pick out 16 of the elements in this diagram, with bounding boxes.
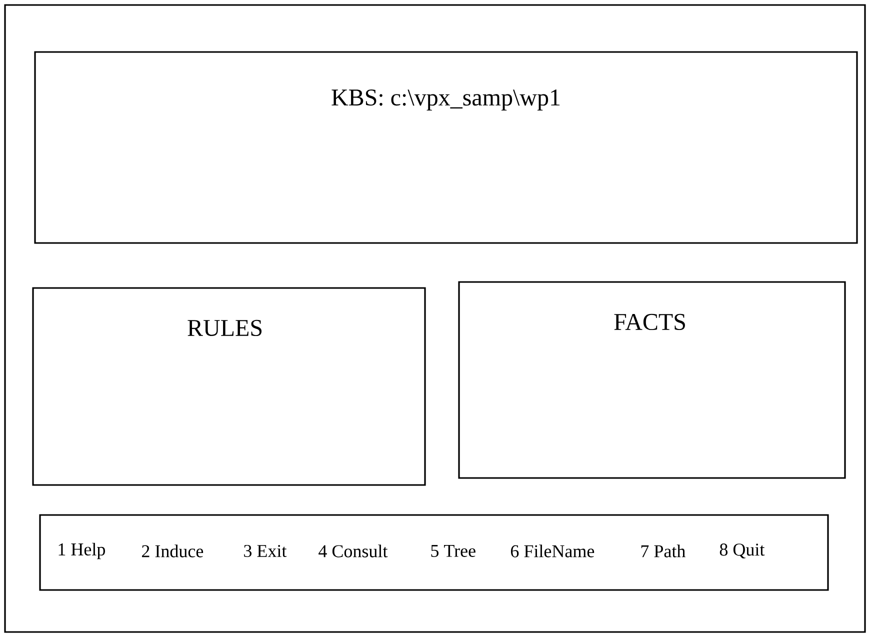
header-panel (34, 51, 858, 244)
menu-bar (39, 514, 829, 591)
screen-frame (4, 4, 866, 633)
menu-item: 7 Path (641, 544, 686, 558)
menu-item: 3 Exit (244, 544, 287, 558)
menu-item: 4 Consult (318, 544, 388, 558)
menu-item: 6 FileName (510, 544, 594, 558)
panel-title: RULES (188, 320, 262, 336)
menu-item: 1 Help (58, 542, 105, 560)
panel-title: FACTS (614, 314, 685, 330)
panel-title: KBS: c:\vpx_samp\wp1 (332, 90, 560, 110)
menu-item: 2 Induce (142, 544, 204, 558)
menu-item: 8 Quit (720, 544, 765, 558)
rules-panel (32, 287, 426, 486)
menu-item: 5 Tree (431, 545, 476, 557)
facts-panel (458, 281, 846, 479)
